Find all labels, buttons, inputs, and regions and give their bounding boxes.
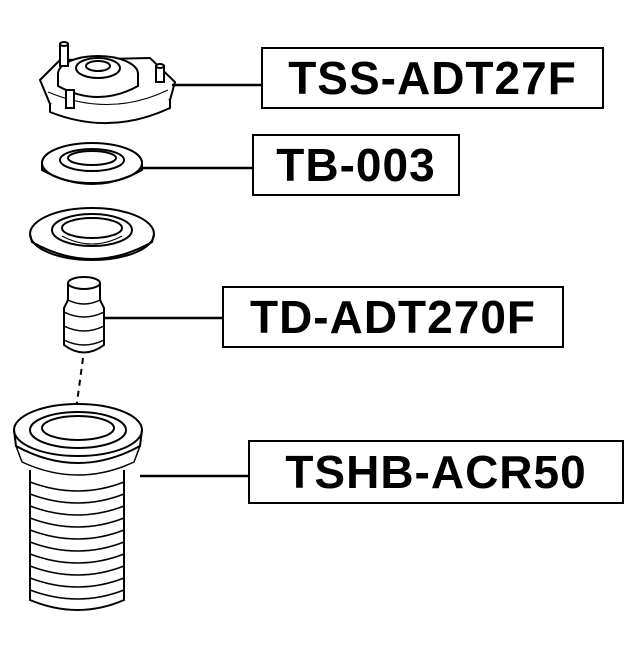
part-label-strut-mount: TSS-ADT27F [261,47,604,109]
axis-dashed-line [75,357,84,411]
bearing-ring-icon [41,142,143,185]
strut-mount-icon [38,41,177,124]
bump-stop-icon [63,276,105,354]
spring-seat-icon [29,207,155,261]
part-label-bearing: TB-003 [252,134,460,196]
part-label-bump-stop: TD-ADT270F [222,286,564,348]
dust-boot-icon [13,403,143,611]
part-label-dust-boot: TSHB-ACR50 [248,440,624,504]
